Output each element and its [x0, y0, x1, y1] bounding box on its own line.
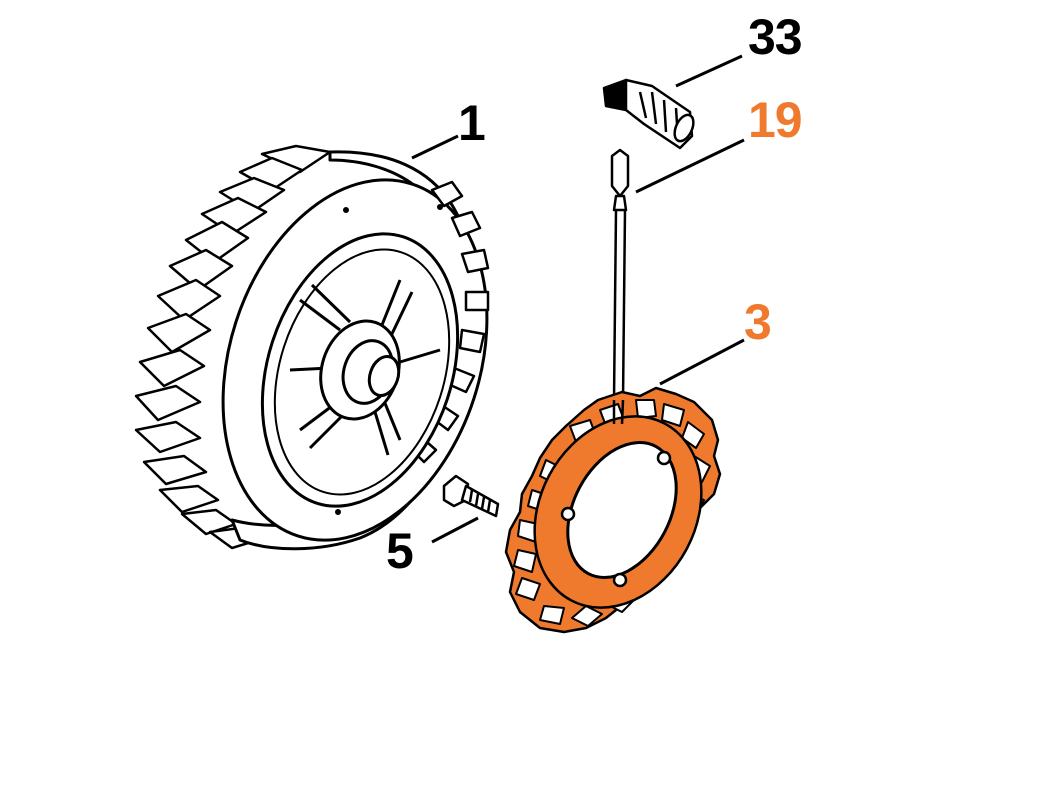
leader-line-19 [635, 138, 745, 194]
leader-line-1 [411, 134, 459, 160]
callout-33: 33 [748, 9, 803, 65]
leader-line-5 [431, 516, 479, 544]
callout-19: 19 [748, 92, 803, 148]
leader-line-3 [659, 338, 745, 386]
stator-bore [566, 441, 678, 579]
flywheel-icon [134, 144, 490, 551]
callout-1: 1 [458, 95, 486, 151]
screw-icon [442, 474, 500, 518]
spring-sleeve-icon [602, 78, 695, 150]
leader-line-33 [675, 54, 743, 88]
stator-icon [504, 386, 722, 634]
ignition-lead-icon [610, 148, 630, 401]
flywheel-shaft-bore [367, 354, 401, 398]
flywheel-fins [134, 144, 332, 550]
callout-3: 3 [744, 294, 772, 350]
callout-5: 5 [386, 523, 414, 579]
